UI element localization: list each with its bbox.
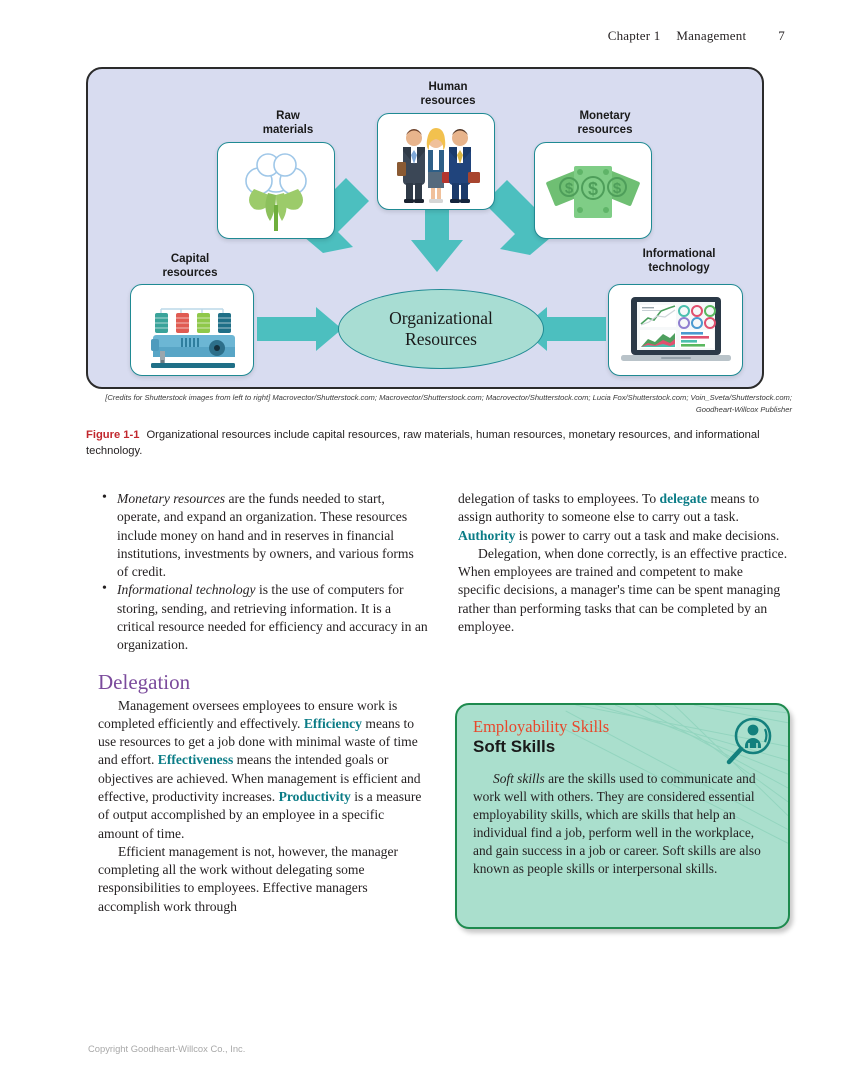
monetary-resources-card: $ $ $ <box>534 142 652 239</box>
capital-resources-label: Capital resources <box>162 253 218 280</box>
informational-technology-card <box>608 284 743 376</box>
figure-number: Figure 1-1 <box>86 429 140 441</box>
right-paragraph-1: delegation of tasks to employees. To del… <box>458 490 788 545</box>
human-resources-label: Human resources <box>420 81 476 108</box>
business-people-icon <box>397 127 480 203</box>
running-head-chapter: Chapter 1 <box>607 28 661 43</box>
dollar-bills-icon: $ $ $ <box>546 165 640 218</box>
svg-text:$: $ <box>613 180 622 197</box>
employability-skills-box: Employability Skills Soft Skills Soft sk… <box>455 703 790 929</box>
magnifier-person-icon <box>726 717 772 765</box>
list-item: Informational technology is the use of c… <box>98 580 428 654</box>
para-text: delegation of tasks to employees. To <box>458 491 660 506</box>
list-item: Monetary resources are the funds needed … <box>98 489 428 581</box>
employability-box-content: Employability Skills Soft Skills Soft sk… <box>457 705 788 878</box>
organizational-resources-label: Organizational Resources <box>389 308 493 349</box>
informational-technology-label: Informational technology <box>642 248 716 275</box>
term-effectiveness: Effectiveness <box>157 752 234 768</box>
para-text: means to assign authority to someone els… <box>458 491 760 525</box>
running-head-title: Management <box>676 28 747 43</box>
resources-bullet-list: Monetary resources are the funds needed … <box>98 489 428 655</box>
figure-credits: [Credits for Shutterstock images from le… <box>105 393 792 414</box>
svg-text:$: $ <box>565 180 574 197</box>
bullet-term: Informational technology <box>117 582 256 598</box>
capital-resources-card <box>130 284 254 376</box>
human-resources-card <box>377 113 495 210</box>
running-head: Chapter 1 Management 7 <box>608 28 785 44</box>
term-authority: Authority <box>458 527 516 543</box>
raw-materials-caption: Raw materials <box>213 109 363 137</box>
employability-kicker: Employability Skills <box>473 717 610 736</box>
organizational-resources-node: Organizational Resources <box>338 289 544 369</box>
bullet-text: are the funds needed to start, operate, … <box>117 491 414 580</box>
monetary-resources-label: Monetary resources <box>577 110 633 137</box>
monetary-resources-caption: Monetary resources <box>530 109 680 137</box>
para-text: means to use resources to get a job done… <box>98 715 418 768</box>
raw-materials-card <box>217 142 335 239</box>
para-text: is power to carry out a task and make de… <box>515 527 780 543</box>
para-text: is a measure of output accomplished by a… <box>98 789 422 841</box>
human-resources-caption: Human resources <box>373 80 523 108</box>
raw-materials-label: Raw materials <box>262 110 314 137</box>
cotton-plant-icon <box>245 152 307 231</box>
term-productivity: Productivity <box>278 789 351 805</box>
bullet-term: Monetary resources <box>117 491 226 506</box>
para-text: Management oversees employees to ensure … <box>98 697 398 731</box>
footer-copyright: Copyright Goodheart-Willcox Co., Inc. <box>88 1043 246 1054</box>
right-paragraph-2: Delegation, when done correctly, is an e… <box>458 545 788 634</box>
employability-title: Soft Skills <box>473 737 556 757</box>
svg-text:$: $ <box>588 179 598 199</box>
para-text: means the intended goals or objectives a… <box>98 752 421 805</box>
soft-skills-text: are the skills used to communicate and w… <box>473 771 761 877</box>
term-delegate: delegate <box>659 491 708 506</box>
page-number: 7 <box>778 28 785 43</box>
sewing-machine-icon <box>151 308 235 368</box>
bullet-text: is the use of computers for storing, sen… <box>117 582 428 653</box>
right-column: delegation of tasks to employees. To del… <box>458 490 788 636</box>
section-heading-delegation: Delegation <box>98 669 191 694</box>
delegation-paragraph-1: Management oversees employees to ensure … <box>98 697 428 843</box>
informational-technology-caption: Informational technology <box>604 247 754 275</box>
delegation-paragraph-2: Efficient management is not, however, th… <box>98 843 399 914</box>
laptop-dashboard-icon <box>620 297 731 361</box>
soft-skills-term: Soft skills <box>493 771 545 787</box>
term-efficiency: Efficiency <box>303 715 362 731</box>
capital-resources-caption: Capital resources <box>115 252 265 280</box>
left-column: Monetary resources are the funds needed … <box>98 489 428 916</box>
figure-caption-text: Organizational resources include capital… <box>86 429 760 457</box>
employability-body: Soft skills are the skills used to commu… <box>473 770 772 878</box>
figure-1-1-diagram: Organizational Resources Raw materials <box>86 67 764 389</box>
